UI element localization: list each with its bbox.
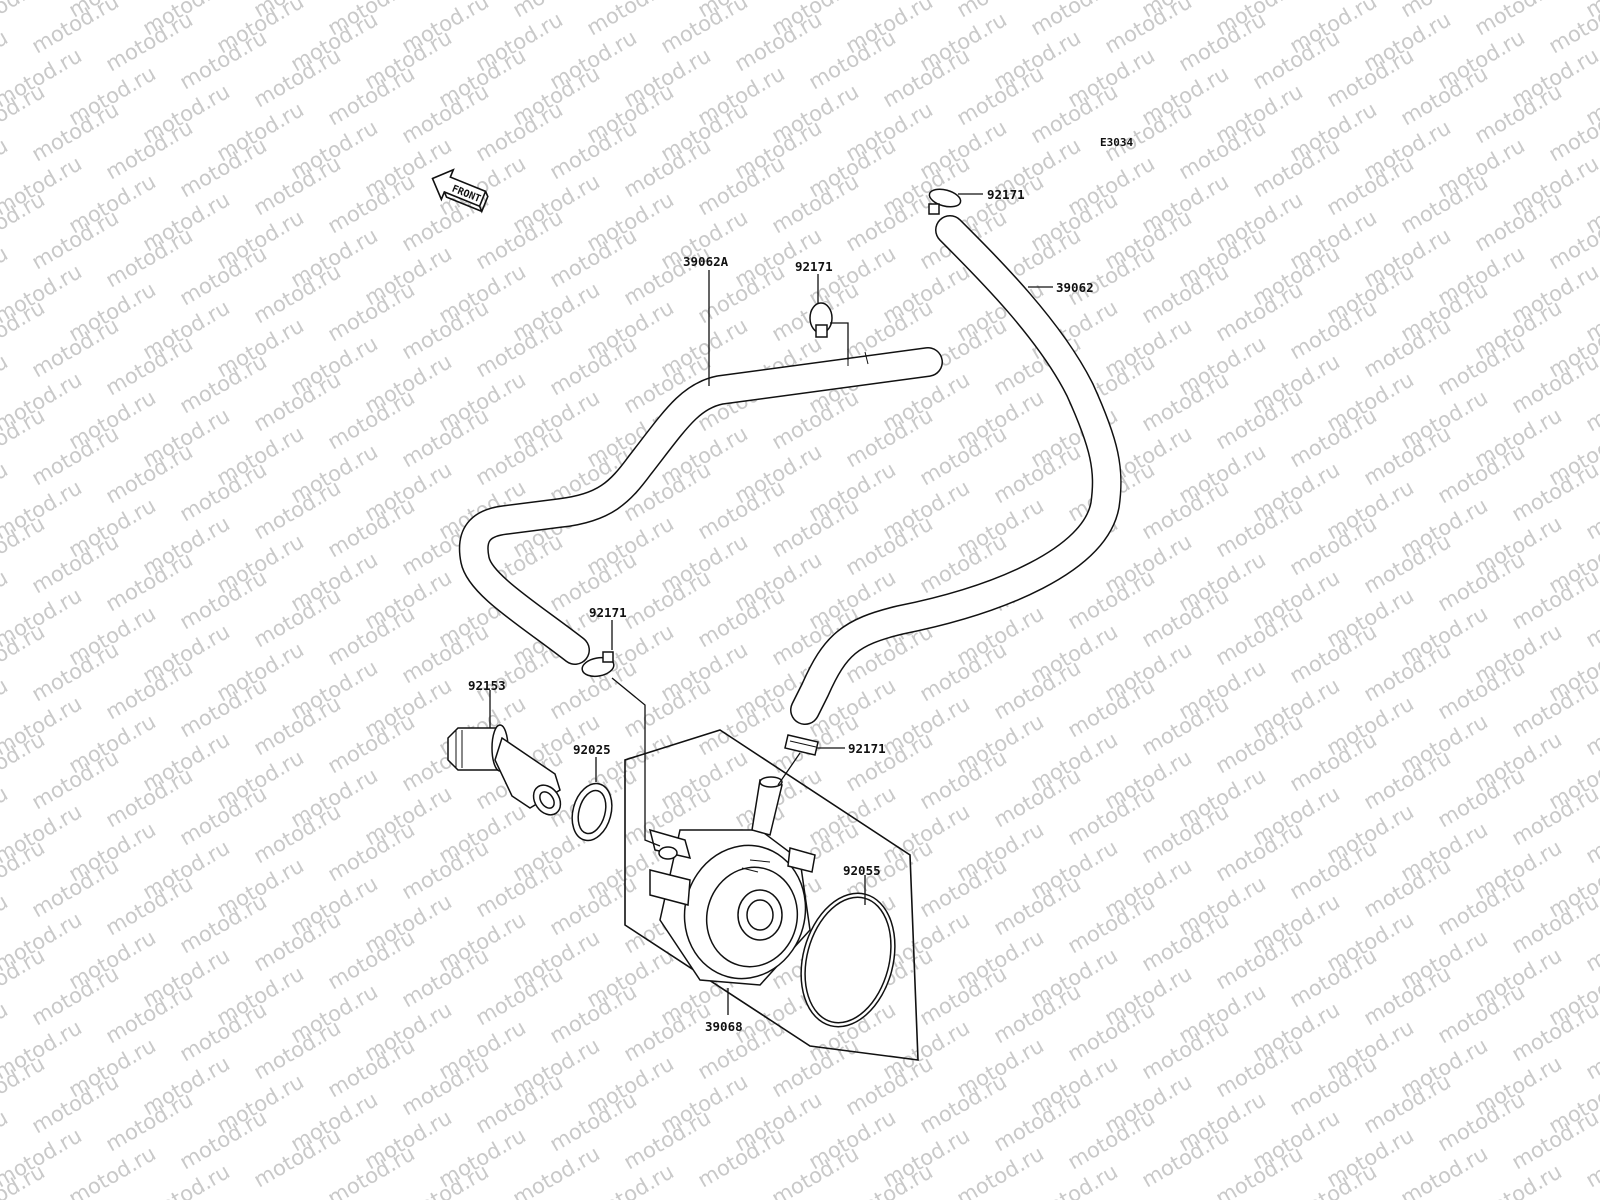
diagram-code: E3034 — [1100, 136, 1133, 149]
clamp-top-right-drawing — [928, 188, 962, 215]
label-o-ring: 92055 — [843, 863, 881, 878]
label-hose-left: 39062A — [683, 254, 729, 269]
label-oil-cooler: 39068 — [705, 1019, 743, 1034]
clamp-left-drawing — [581, 651, 615, 678]
oil-cooler-drawing — [648, 776, 816, 986]
label-gasket: 92025 — [573, 742, 611, 757]
label-clamp-mid: 92171 — [795, 259, 833, 274]
label-fitting-bolt: 92153 — [468, 678, 506, 693]
fitting-bolt-drawing — [447, 724, 562, 816]
label-clamp-left: 92171 — [589, 605, 627, 620]
part-labels: 92171 92171 39062 39062A 92171 92153 920… — [468, 187, 1094, 1034]
label-hose-right: 39062 — [1056, 280, 1094, 295]
label-clamp-lower: 92171 — [848, 741, 886, 756]
hose-right-drawing — [790, 215, 1122, 725]
gasket-drawing — [571, 782, 613, 842]
front-arrow-icon: FRONT — [431, 168, 489, 214]
clamp-lower-drawing — [784, 734, 819, 756]
clamp-mid-drawing — [809, 302, 833, 338]
leader-lines — [489, 193, 1053, 1015]
cooler-kit-outline — [624, 729, 919, 1061]
label-clamp-top-right: 92171 — [987, 187, 1025, 202]
hose-left-drawing — [458, 347, 943, 665]
